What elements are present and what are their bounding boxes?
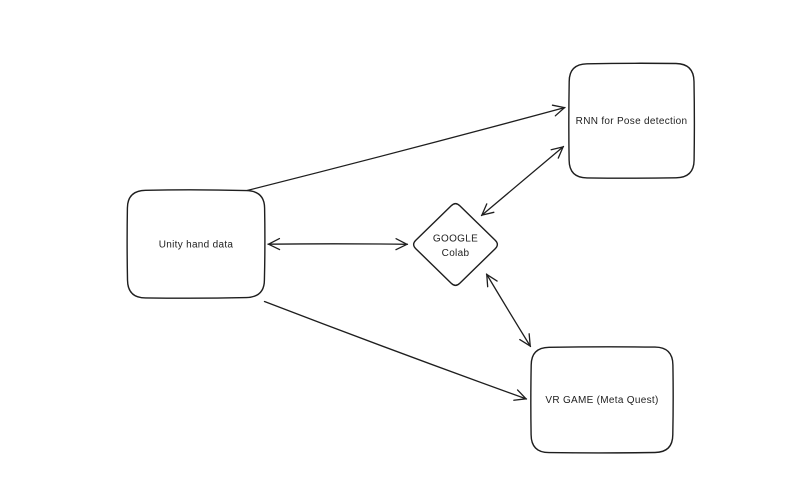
rnn-label: RNN for Pose detection: [576, 116, 688, 127]
node-vr-game-meta-quest[interactable]: VR GAME (Meta Quest): [530, 346, 674, 454]
unity-box-shape: [126, 189, 266, 299]
colab-label-line1: GOOGLE: [433, 234, 478, 245]
unity-label: Unity hand data: [159, 240, 234, 251]
edge-unity-to-rnn[interactable]: [246, 104, 566, 192]
rnn-box-shape: [568, 62, 696, 179]
edge-colab-to-vr-game[interactable]: [485, 273, 532, 348]
node-unity-hand-data[interactable]: Unity hand data: [126, 189, 266, 299]
vr-game-box-shape: [530, 346, 674, 454]
node-rnn-pose-detection[interactable]: RNN for Pose detection: [568, 62, 696, 179]
colab-diamond-shape: [412, 202, 499, 287]
colab-label-line2: Colab: [442, 248, 470, 259]
node-google-colab[interactable]: GOOGLE Colab: [412, 202, 499, 287]
vr-game-label: VR GAME (Meta Quest): [545, 395, 658, 406]
edge-unity-to-vr-game[interactable]: [263, 300, 528, 401]
edge-colab-to-rnn[interactable]: [480, 145, 565, 217]
